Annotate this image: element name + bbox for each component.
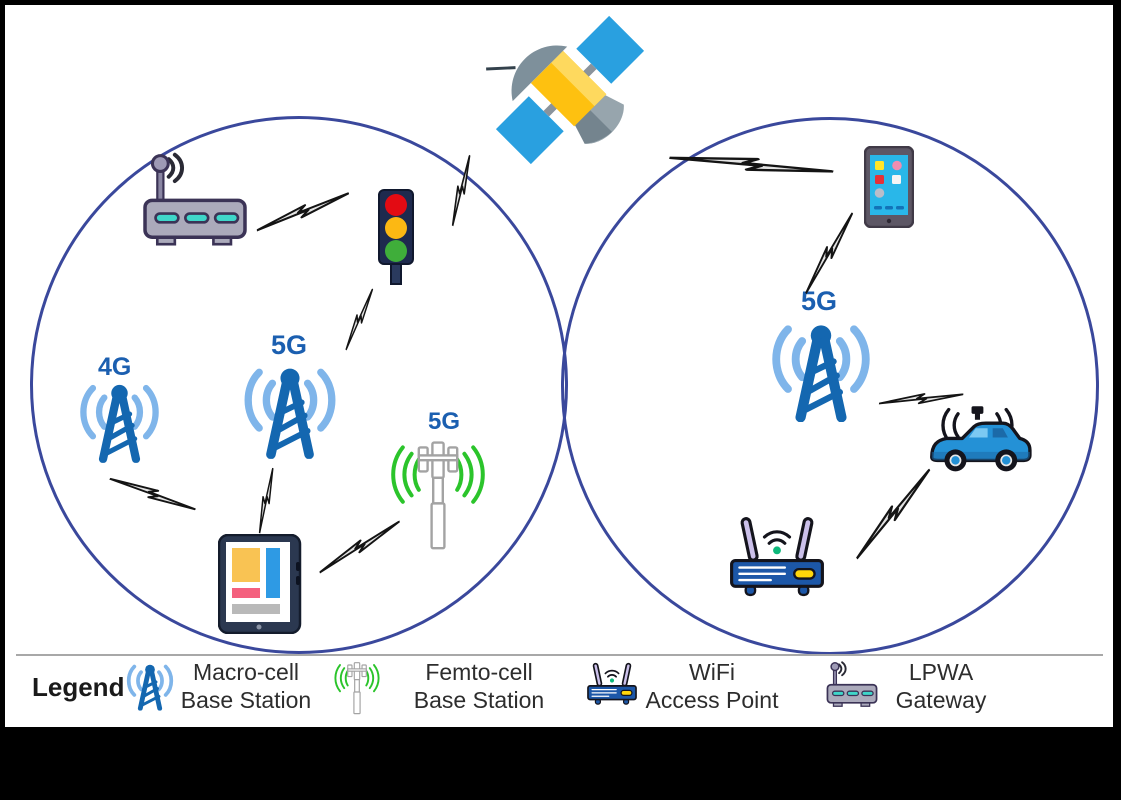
legend-femto-cell-icon [330,658,384,716]
tablet-icon [218,534,304,634]
legend-lpwa-label: LPWA Gateway [896,658,987,714]
legend-lpwa-gateway-icon [824,660,880,712]
legend-divider [16,654,1103,656]
legend-lpwa-line2: Gateway [895,687,987,713]
smartphone-icon [864,146,914,228]
macro-cell-tower-4g-icon [72,374,167,463]
legend-femto-line1: Femto-cell [425,659,533,685]
femto-5g-label: 5G [428,408,461,435]
legend-femto-cell-label: Femto-cell Base Station [414,658,544,714]
macro-cell-tower-5g-right-icon [762,312,880,422]
legend-macro-cell-icon [122,658,178,711]
legend-macro-line1: Macro-cell [192,659,300,685]
legend-wifi-line2: Access Point [645,687,779,713]
legend-wifi-line1: WiFi [689,659,735,685]
macro-cell-tower-5g-left-icon [235,356,345,459]
traffic-light-icon [376,188,416,286]
legend-macro-line2: Base Station [180,687,312,713]
wifi-router-icon [722,512,832,602]
satellite-icon [486,6,654,174]
legend-lpwa-line1: LPWA [908,659,974,685]
legend-femto-line2: Base Station [413,687,545,713]
left-5g-label: 5G [271,330,308,360]
legend-wifi-access-point-icon [583,660,641,708]
legend-wifi-label: WiFi Access Point [646,658,779,714]
right-network-cell-circle [561,117,1099,655]
lpwa-gateway-icon [138,150,252,256]
left-4g-label: 4G [98,353,132,381]
legend-title: Legend [32,672,125,702]
legend-macro-cell-label: Macro-cell Base Station [181,658,311,714]
